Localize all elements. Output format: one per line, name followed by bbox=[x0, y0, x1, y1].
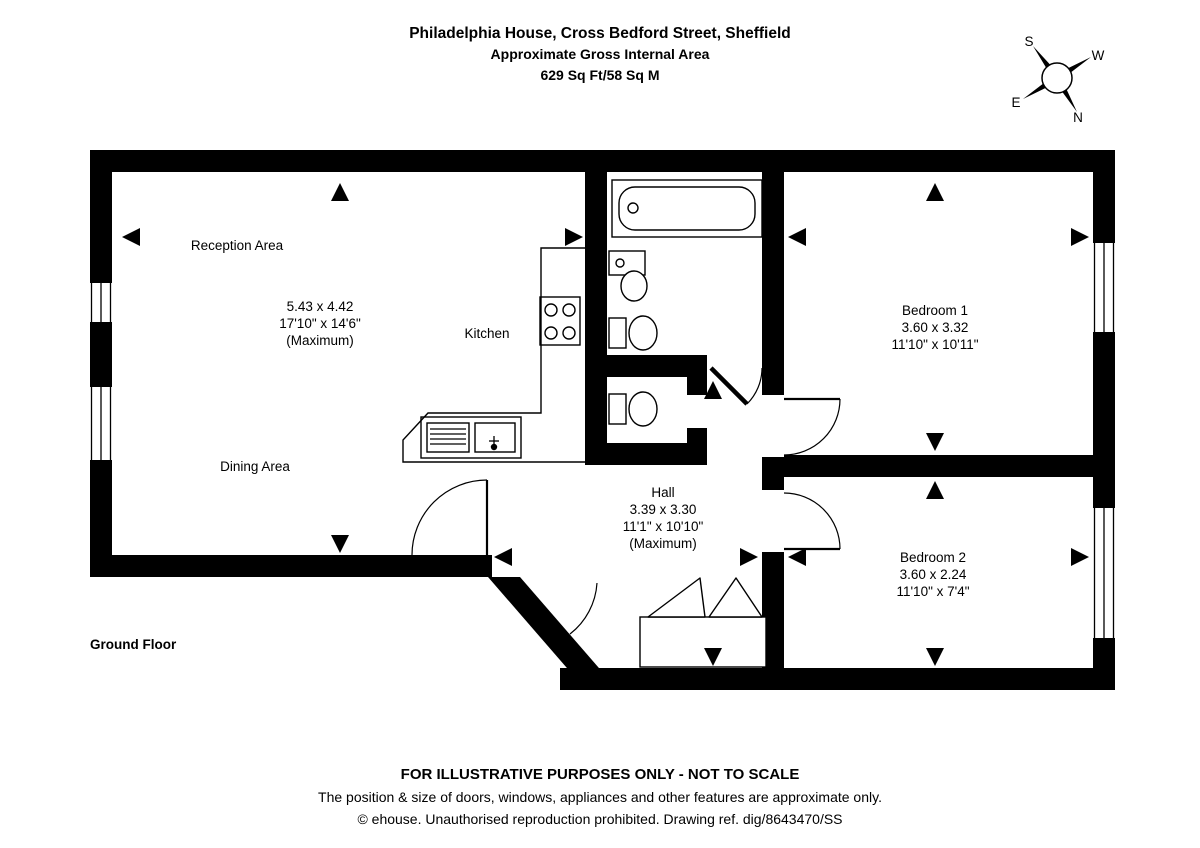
wall-bathroom-wc bbox=[607, 355, 687, 377]
kitchen-label: Kitchen bbox=[464, 326, 509, 341]
wall-wc-stub-top bbox=[687, 355, 707, 395]
measurement-arrows bbox=[122, 183, 1089, 666]
page-area: 629 Sq Ft/58 Sq M bbox=[540, 67, 660, 83]
plan-footer: FOR ILLUSTRATIVE PURPOSES ONLY - NOT TO … bbox=[0, 763, 1200, 830]
compass-e: E bbox=[1011, 95, 1020, 110]
wc-toilet-icon bbox=[608, 391, 658, 427]
measure-arrow bbox=[926, 183, 944, 201]
hall-label: Hall bbox=[651, 485, 674, 500]
closet-icon bbox=[639, 577, 767, 668]
doors bbox=[411, 366, 841, 635]
compass-w: W bbox=[1092, 48, 1105, 63]
hall-imperial: 11'1" x 10'10" bbox=[623, 519, 704, 534]
wall-hall-bedroom2-lower bbox=[762, 552, 784, 690]
sink-unit-icon bbox=[420, 416, 522, 459]
measure-arrow bbox=[926, 481, 944, 499]
plan-header: Philadelphia House, Cross Bedford Street… bbox=[0, 23, 1200, 86]
measure-arrow bbox=[565, 228, 583, 246]
window bbox=[1093, 243, 1115, 332]
door-bedroom2 bbox=[783, 492, 841, 551]
measure-arrow bbox=[494, 548, 512, 566]
wall-segment bbox=[90, 460, 112, 577]
dining-label: Dining Area bbox=[220, 459, 290, 474]
basin-icon bbox=[608, 250, 648, 302]
bedroom2-metric: 3.60 x 2.24 bbox=[900, 567, 967, 582]
wall-segment bbox=[1093, 638, 1115, 690]
wall-hall-bedroom1-upper bbox=[762, 150, 784, 395]
reception-note: (Maximum) bbox=[286, 333, 354, 348]
compass-icon: S W E N bbox=[1011, 34, 1104, 125]
wall-bedroom-divider bbox=[784, 455, 1115, 477]
compass-s: S bbox=[1024, 34, 1033, 49]
compass-n: N bbox=[1073, 110, 1083, 125]
toilet-icon bbox=[608, 315, 658, 351]
reception-imperial: 17'10" x 14'6" bbox=[279, 316, 361, 331]
windows bbox=[90, 243, 1115, 638]
door-entry bbox=[569, 582, 598, 635]
measure-arrow bbox=[1071, 228, 1089, 246]
bedroom1-metric: 3.60 x 3.32 bbox=[902, 320, 969, 335]
door-dining-hall bbox=[411, 479, 489, 556]
window bbox=[90, 387, 112, 460]
measure-arrow bbox=[1071, 548, 1089, 566]
measure-arrow bbox=[331, 535, 349, 553]
wall-segment bbox=[1093, 332, 1115, 508]
bedroom1-label: Bedroom 1 bbox=[902, 303, 968, 318]
measure-arrow bbox=[122, 228, 140, 246]
walls bbox=[90, 150, 1115, 690]
page-subtitle: Approximate Gross Internal Area bbox=[490, 46, 710, 62]
wall-diagonal bbox=[488, 577, 618, 690]
measure-arrow bbox=[704, 381, 722, 399]
kitchen-counter bbox=[402, 247, 585, 463]
window bbox=[1093, 508, 1115, 638]
footer-copyright: © ehouse. Unauthorised reproduction proh… bbox=[357, 811, 843, 827]
measure-arrow bbox=[926, 433, 944, 451]
measure-arrow bbox=[740, 548, 758, 566]
wall-segment bbox=[90, 150, 112, 283]
measure-arrow bbox=[926, 648, 944, 666]
wall-segment bbox=[560, 668, 1115, 690]
footer-disclaimer: FOR ILLUSTRATIVE PURPOSES ONLY - NOT TO … bbox=[400, 766, 800, 783]
bedroom2-imperial: 11'10" x 7'4" bbox=[896, 584, 969, 599]
wall-wc-bottom bbox=[585, 443, 707, 465]
footer-note: The position & size of doors, windows, a… bbox=[318, 789, 882, 805]
page-title: Philadelphia House, Cross Bedford Street… bbox=[409, 25, 791, 42]
door-bathroom bbox=[709, 366, 763, 406]
window bbox=[90, 283, 112, 322]
wall-segment bbox=[90, 555, 492, 577]
measure-arrow bbox=[331, 183, 349, 201]
hall-metric: 3.39 x 3.30 bbox=[630, 502, 697, 517]
room-labels: Reception Area 5.43 x 4.42 17'10" x 14'6… bbox=[90, 238, 979, 652]
wall-segment bbox=[1093, 150, 1115, 243]
bedroom1-imperial: 11'10" x 10'11" bbox=[891, 337, 978, 352]
floor-label: Ground Floor bbox=[90, 637, 177, 652]
wall-hall-bedroom-stub bbox=[762, 457, 784, 490]
measure-arrow bbox=[788, 228, 806, 246]
bedroom2-label: Bedroom 2 bbox=[900, 550, 966, 565]
bathtub-icon bbox=[611, 179, 763, 238]
reception-metric: 5.43 x 4.42 bbox=[287, 299, 354, 314]
wall-kitchen-bathroom bbox=[585, 150, 607, 465]
measure-arrow bbox=[788, 548, 806, 566]
door-bedroom1 bbox=[783, 397, 841, 456]
wall-segment bbox=[90, 322, 112, 387]
hob-icon bbox=[539, 296, 581, 346]
fixtures bbox=[402, 179, 767, 668]
reception-label: Reception Area bbox=[191, 238, 284, 253]
hall-note: (Maximum) bbox=[629, 536, 697, 551]
measure-arrow bbox=[704, 648, 722, 666]
